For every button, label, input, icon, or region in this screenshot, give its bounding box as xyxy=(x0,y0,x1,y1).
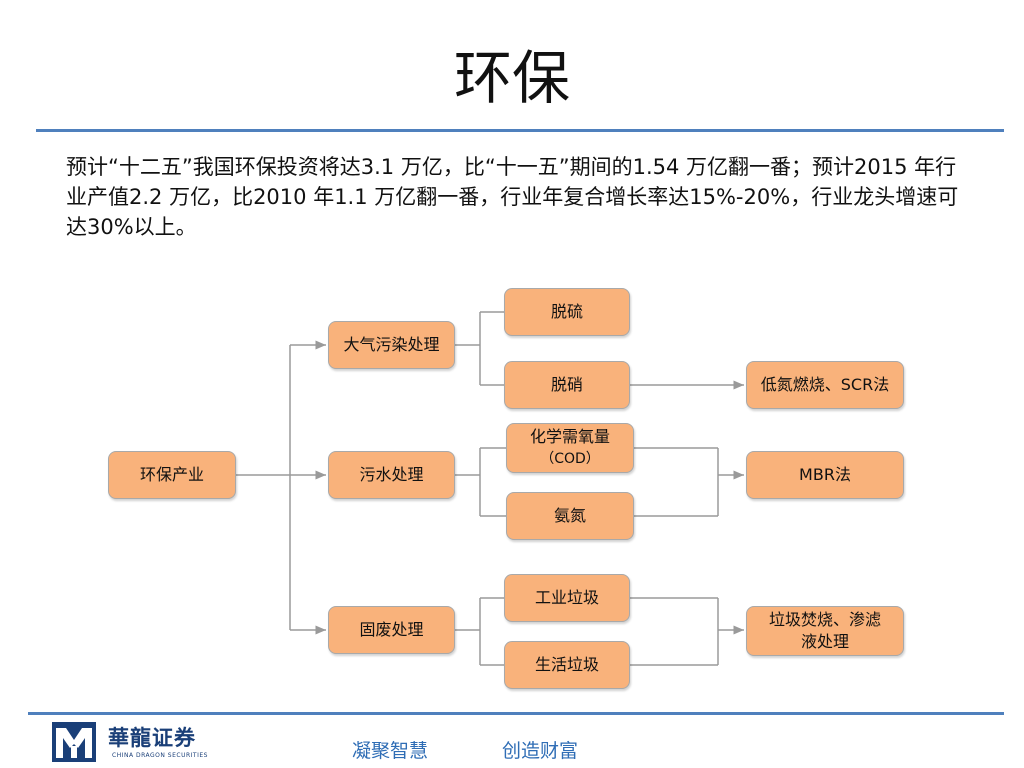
slide-title: 环保 xyxy=(453,44,570,112)
node-air-pollution-label: 大气污染处理 xyxy=(343,335,440,354)
node-wastewater: 污水处理 xyxy=(328,451,455,499)
node-denitrification-label: 脱硝 xyxy=(550,375,583,394)
node-low-nox-scr-label: 低氮燃烧、SCR法 xyxy=(760,375,890,394)
node-root: 环保产业 xyxy=(108,451,236,499)
node-solid-waste-label: 固废处理 xyxy=(359,620,424,639)
node-ammonia-nitrogen-label: 氨氮 xyxy=(553,506,586,525)
company-logo-text: 華龍证券 xyxy=(108,725,196,750)
footer-slogan-left: 凝聚智慧 xyxy=(352,740,429,762)
node-household-waste: 生活垃圾 xyxy=(504,641,630,689)
node-industrial-waste: 工业垃圾 xyxy=(504,574,630,622)
node-mbr-label: MBR法 xyxy=(799,465,851,484)
company-logo-icon xyxy=(52,722,96,762)
footer-slogan-right: 创造财富 xyxy=(502,740,579,762)
node-desulfurization-label: 脱硫 xyxy=(550,302,583,321)
intro-paragraph: 预计“十二五”我国环保投资将达3.1 万亿，比“十一五”期间的1.54 万亿翻一… xyxy=(66,155,959,239)
title-divider xyxy=(36,129,1004,132)
node-mbr: MBR法 xyxy=(746,451,904,499)
node-cod: 化学需氧量 （COD） xyxy=(506,423,634,473)
node-wastewater-label: 污水处理 xyxy=(359,465,424,484)
node-ammonia-nitrogen: 氨氮 xyxy=(506,492,634,540)
node-root-label: 环保产业 xyxy=(139,465,204,484)
footer-divider xyxy=(28,712,1004,715)
node-desulfurization: 脱硫 xyxy=(504,288,630,336)
node-incineration-leachate-line2: 液处理 xyxy=(800,632,849,651)
node-incineration-leachate-line1: 垃圾焚烧、渗滤 xyxy=(768,610,881,629)
node-low-nox-scr: 低氮燃烧、SCR法 xyxy=(746,361,904,409)
node-solid-waste: 固废处理 xyxy=(328,606,455,654)
company-logo-subtext: CHINA DRAGON SECURITIES xyxy=(112,752,208,759)
node-incineration-leachate: 垃圾焚烧、渗滤 液处理 xyxy=(746,606,904,656)
node-household-waste-label: 生活垃圾 xyxy=(534,655,599,674)
node-cod-label-line1: 化学需氧量 xyxy=(529,427,610,446)
node-air-pollution: 大气污染处理 xyxy=(328,321,455,369)
node-cod-label-line2: （COD） xyxy=(540,451,600,467)
node-denitrification: 脱硝 xyxy=(504,361,630,409)
node-industrial-waste-label: 工业垃圾 xyxy=(534,588,599,607)
